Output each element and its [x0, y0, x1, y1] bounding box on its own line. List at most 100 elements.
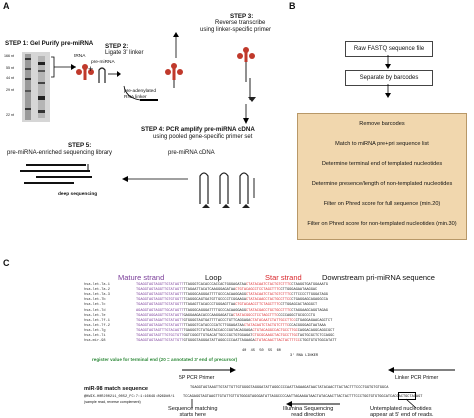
alignment-loop: GTGGGGTAGTGATTTTACCCTGTTCAGGAGA: [183, 318, 251, 323]
alignment-mature: TGAGGTAGTAGGTTGTATAGTT: [136, 283, 184, 287]
step2-subtitle: Ligate 3' linker: [105, 50, 144, 56]
alignment-id: hsa-let-7i: [84, 334, 106, 338]
trna-shape-icon: [76, 64, 94, 80]
read-id: @HWIX-H0RJ00211_0052_FC:7:1:16649:8969#0…: [84, 395, 175, 399]
alignment-star: CTGTACAGGCCACTGCCTTGC: [252, 328, 298, 333]
deep-sequencing-label: deep sequencing: [58, 192, 98, 197]
panel-a-letter: A: [3, 1, 10, 11]
gel-label-3: 44 nt: [6, 76, 14, 80]
alignment-id: hsa-let-7b: [84, 298, 106, 303]
ruler-num-45: 45: [250, 349, 255, 353]
alignment-id: hsa-let-7a-2: [84, 288, 110, 293]
process-step-6: Filter on Phred score for non-templated …: [307, 221, 457, 227]
read-subtitle: (sample read, reverse complement): [84, 400, 141, 404]
alignment-downstream: CTAAGGTGATGGAAATG: [291, 283, 328, 287]
cdna-label: pre-miRNA cDNA: [168, 150, 215, 156]
process-step-5: Filter on Phred score for full sequence …: [323, 201, 441, 207]
alignment-loop: TTAGAGTTACACCCTGGGAGTTAA: [183, 303, 236, 308]
rt-product-icon: [237, 47, 256, 102]
rna-linker-label: RNA linker: [124, 95, 147, 100]
match-sequence-label: miR-98 match sequence: [84, 386, 149, 392]
downstream-label: Downstream pri-miRNA sequence: [322, 273, 435, 282]
alignment-mature: TGAGGTAGGAGGTTGTATAGTT: [136, 313, 184, 318]
alignment-id: hsa-mir-98: [84, 339, 106, 344]
arrow-down-icon: [243, 104, 249, 124]
panel-b-letter: B: [289, 1, 296, 11]
sequencing-library-bars: [20, 164, 92, 184]
step4-title: STEP 4: PCR amplify pre-miRNA cDNA: [141, 126, 255, 133]
step1-title: STEP 1: Gel Purify pre-miRNA: [5, 40, 94, 47]
alignment-mature: TGAGGTAGTAGTTTGTGCTGTT: [136, 334, 184, 338]
alignment-star: CTATACAATCTACTGTCTTTC: [246, 283, 292, 287]
callout-lines: [191, 398, 417, 409]
pre-adenylated-label: pre-adenylated: [124, 89, 157, 94]
mature-strand-label: Mature strand: [118, 273, 165, 282]
alignment-downstream: CTGGTGTGTGGCATATT: [299, 339, 337, 344]
alignment-downstream: CTGAGGAGCAGAGGCCA: [291, 298, 328, 303]
ruler-num-50: 50: [259, 349, 264, 353]
arrow-up-icon: [173, 32, 179, 58]
alignment-id: hsa-let-7f-2: [84, 323, 110, 328]
match-sequence: TGAGGTAGTAAGTTGTATTGTTGTGGGGTAGGGATATTAG…: [190, 386, 389, 390]
step3-subtitle-1: Reverse transcribe: [215, 20, 266, 26]
gel-image: [22, 52, 50, 122]
hairpin-icon: [98, 67, 106, 83]
linker-primer-label: Linker PCR Primer: [395, 375, 439, 381]
alignment-loop: TCAGGGCAGTGATGTTGCCCCTCGGAAGA: [183, 298, 246, 303]
star-strand-label: Star strand: [265, 273, 302, 282]
alignment-id: hsa-let-7f-1: [84, 318, 110, 323]
cdna-products-icon: [199, 172, 255, 208]
gel-label-2: 55 nt: [6, 66, 14, 70]
alignment-star: CTATACAATCTACTGTCTTTC: [246, 293, 292, 298]
ruler-num-55: 55: [267, 349, 273, 353]
register-note: register value for terminal end (20 = an…: [92, 357, 238, 362]
alignment-id: hsa-let-7a-1: [84, 283, 110, 287]
gel-label-1: 166 nt: [4, 54, 14, 58]
gel-excision-bracket: [51, 56, 76, 78]
alignment-loop: TTAGGGTCATACCCCATCTTGGAGATAA: [183, 323, 244, 328]
raw-fastq-box: Raw FASTQ sequence file: [345, 41, 433, 57]
alignment-loop: GTGGGGTAGGGATATTAGGCCCCAATTAGAAGA: [183, 339, 255, 344]
alignment-downstream: CTTGGAGCACTAGGGCT: [280, 303, 318, 308]
ligated-product-icon: [165, 63, 183, 88]
step4-subtitle: using pooled gene-specific primer set: [153, 134, 253, 140]
alignment-downstream: CCACGGGGAGTAATAAA: [289, 323, 326, 328]
ruler-linker-mark: 3' RNA LINKER: [290, 354, 319, 358]
alignment-downstream: CAGGACAGGCAGGCGCT: [297, 328, 335, 333]
processing-steps-box: Remove barcodes Match to miRNA pre+pri s…: [297, 113, 467, 240]
alignment-loop: TTAGAATTACATCAAGGGAGATAA: [183, 288, 236, 293]
ruler-numbers: 40 45 50 55 60: [242, 349, 281, 353]
alignment-id: hsa-let-7e: [84, 313, 106, 318]
gel-label-5: 22 nt: [6, 113, 14, 117]
flow-arrow-1: [385, 55, 391, 69]
primer-arrows: [182, 367, 455, 373]
five-prime-primer-label: 5P PCR Primer: [179, 375, 215, 381]
alignment-star: CTATACAACCTACTGCCTTCC: [246, 298, 292, 303]
gel-bands: [25, 54, 45, 120]
arrow-left-icon: [122, 176, 188, 182]
separate-barcodes-box: Separate by barcodes: [345, 70, 433, 86]
alignment-row: hsa-let-7b TGAGGTAGTAGGTTGTGTGGTTTCAGGGCA…: [84, 298, 328, 303]
alignment-mature: TGAGGTAGTAGGTTGTGTGGTT: [136, 298, 184, 303]
alignment-star: CTGTACAACCTTCTAGCTTTC: [235, 303, 281, 308]
callout-read-direction: Illumina Sequencing read direction: [283, 406, 334, 418]
linker-arrow: [123, 85, 158, 101]
ruler-num-40: 40: [242, 349, 247, 353]
alignment-downstream: CTGAGGAGAACAGCTCT: [295, 318, 333, 323]
alignment-star: CTATACAGTCTACTGTCTTTC: [243, 323, 290, 328]
step5-subtitle: pre-miRNA-enriched sequencing library: [7, 150, 113, 156]
alignment-downstream: CTAGGAAGCAGGTAGAG: [291, 308, 328, 313]
alignment-star: CTATACAACTTACTACTTTCC: [254, 339, 300, 344]
process-step-2: Match to miRNA pre+pri sequence list: [335, 141, 429, 147]
gel-label-4: 29 nt: [6, 88, 14, 92]
step2-title: STEP 2:: [105, 43, 129, 50]
alignment-id: hsa-let-7a-3: [84, 293, 110, 298]
arrow-right-icon: [108, 71, 121, 77]
